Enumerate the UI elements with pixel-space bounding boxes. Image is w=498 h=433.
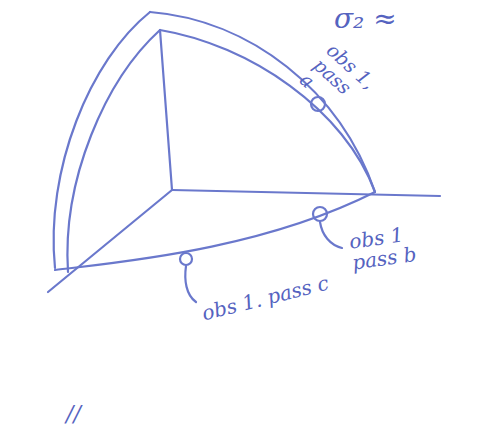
leader-line — [185, 266, 196, 302]
callout-note: obs 1. pass c — [200, 268, 351, 325]
vertical-axis — [160, 30, 172, 190]
leader-line — [320, 222, 342, 248]
observation-point — [180, 253, 192, 265]
left-inner-arc — [67, 30, 160, 272]
observation-point — [311, 97, 325, 111]
right-axis — [172, 190, 440, 196]
margin-mark: // — [66, 402, 106, 425]
callout-note: obs 1, pass a — [296, 40, 381, 125]
formula-note: σ₂ ≈ — [334, 4, 494, 33]
bottom-arc — [55, 192, 375, 270]
callout-note: obs 1 pass b — [348, 222, 425, 274]
outer-arc — [150, 12, 375, 192]
observation-point — [313, 207, 327, 221]
